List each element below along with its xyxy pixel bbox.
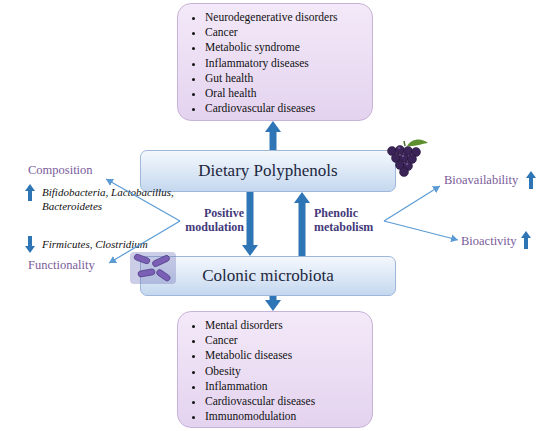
bullet-item: Obesity: [205, 364, 372, 379]
grape-highlight: [398, 147, 401, 150]
flow-arrow: [270, 132, 277, 150]
bullet-item: Inflammatory diseases: [205, 56, 372, 71]
bullet-item: Gut health: [205, 71, 372, 86]
taxa-label: Firmicutes, Clostridium: [42, 237, 182, 251]
effect-label: Bioavailability: [444, 173, 526, 189]
leader-line: [384, 186, 440, 221]
bullet-list: Mental disordersCancerMetabolic diseases…: [178, 318, 372, 424]
category-label: Functionality: [28, 258, 118, 274]
category-label: Composition: [28, 163, 118, 179]
grape-highlights: [398, 147, 409, 166]
grape-stem: [404, 141, 405, 146]
bullet-item: Immunomodulation: [205, 409, 372, 424]
grape: [400, 154, 409, 163]
outcome-box: Mental disordersCancerMetabolic diseases…: [177, 311, 373, 428]
box-title: Colonic microbiota: [202, 266, 334, 286]
grape: [400, 168, 409, 177]
bullet-item: Metabolic syndrome: [205, 40, 372, 55]
bullet-item: Oral health: [205, 86, 372, 101]
grape-leaf: [407, 140, 428, 147]
bullet-item: Cancer: [205, 25, 372, 40]
grape: [404, 147, 413, 156]
grape: [408, 155, 417, 164]
increase-arrow: [25, 184, 35, 201]
box-title: Dietary Polyphenols: [198, 161, 337, 181]
decrease-arrow: [25, 236, 35, 253]
bullet-item: Mental disorders: [205, 318, 372, 333]
outcome-box: Neurodegenerative disordersCancerMetabol…: [177, 3, 373, 121]
edge-label: Positive modulation: [180, 206, 244, 234]
grape: [396, 146, 405, 155]
increase-arrow: [526, 171, 536, 189]
flow-arrow: [247, 192, 254, 245]
grape-highlight: [406, 163, 409, 166]
taxa-label: Bifidobacteria, Lactobacillus, Bacteroid…: [42, 185, 182, 213]
process-box: Dietary Polyphenols: [140, 150, 396, 192]
bullet-item: Cancer: [205, 333, 372, 348]
leader-line: [384, 221, 458, 240]
flow-arrow: [270, 296, 277, 300]
bullet-list: Neurodegenerative disordersCancerMetabol…: [178, 10, 372, 116]
grape: [412, 148, 421, 157]
grape: [396, 161, 405, 170]
edge-label: Phenolic metabolism: [314, 206, 384, 234]
bullet-item: Metabolic diseases: [205, 348, 372, 363]
bullet-item: Neurodegenerative disorders: [205, 10, 372, 25]
effect-label: Bioactivity: [461, 234, 521, 250]
bullet-item: Cardiovascular diseases: [205, 101, 372, 116]
process-box: Colonic microbiota: [140, 256, 396, 296]
grape: [404, 162, 413, 171]
bullet-item: Cardiovascular diseases: [205, 394, 372, 409]
increase-arrow: [521, 231, 531, 249]
bullet-item: Inflammation: [205, 379, 372, 394]
flow-arrow: [299, 203, 306, 256]
grape-highlight: [402, 155, 405, 158]
